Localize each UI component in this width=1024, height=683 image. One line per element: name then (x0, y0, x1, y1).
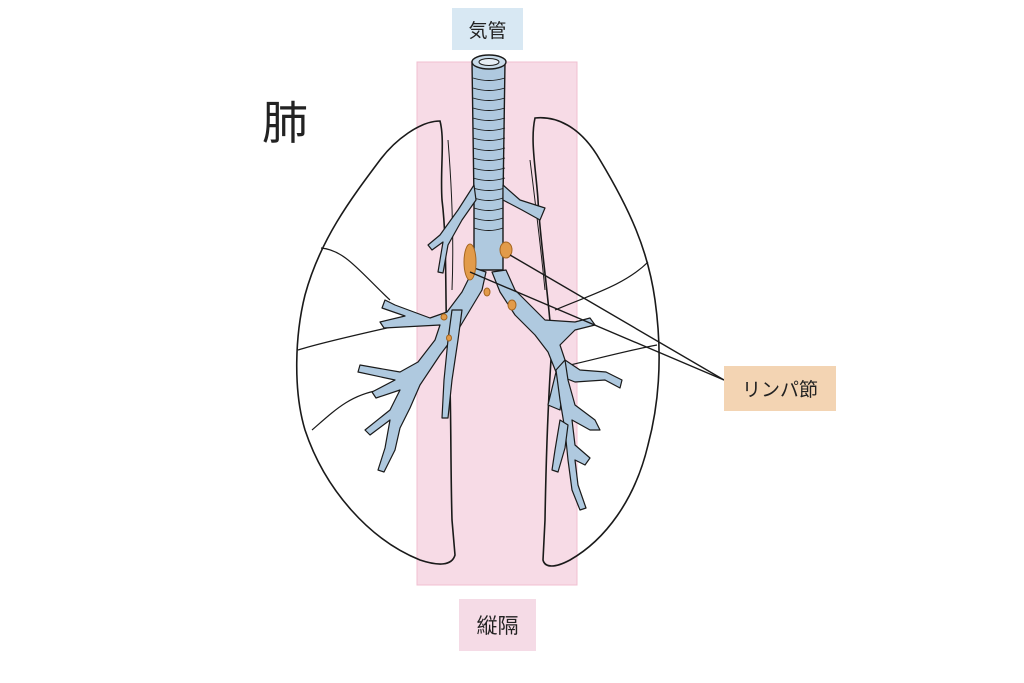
mediastinum-label-bg (459, 599, 536, 651)
trachea-label: 気管 (468, 19, 507, 42)
trachea-label-bg (452, 8, 523, 50)
lymph-leader-lines (469, 254, 725, 381)
lymph-node-subcarinal (483, 287, 491, 297)
left-lung-fissure-oblique (311, 389, 381, 431)
lymph-node-left-hilar-1 (440, 313, 448, 321)
right-lung-fissure-lower (569, 344, 658, 366)
lymph-node-right-paratracheal (499, 241, 513, 259)
left-lung-inner-line (447, 139, 454, 291)
lung-label: 肺 (262, 96, 308, 150)
lymph-node-left-paratracheal (463, 243, 477, 281)
bronchi (357, 184, 623, 511)
right-lung (532, 116, 660, 567)
trachea (471, 54, 507, 271)
lymph-nodes (440, 241, 517, 342)
lymph-label-bg (724, 366, 836, 411)
lymph-node-left-hilar-2 (446, 334, 452, 342)
left-lung (295, 120, 456, 565)
lymph-node-right-hilar (507, 299, 517, 311)
lymph-node-label: リンパ節 (741, 379, 818, 401)
right-lung-fissure-upper (554, 261, 649, 311)
mediastinum-label: 縦隔 (476, 614, 519, 638)
left-lung-fissure-upper (320, 247, 391, 301)
